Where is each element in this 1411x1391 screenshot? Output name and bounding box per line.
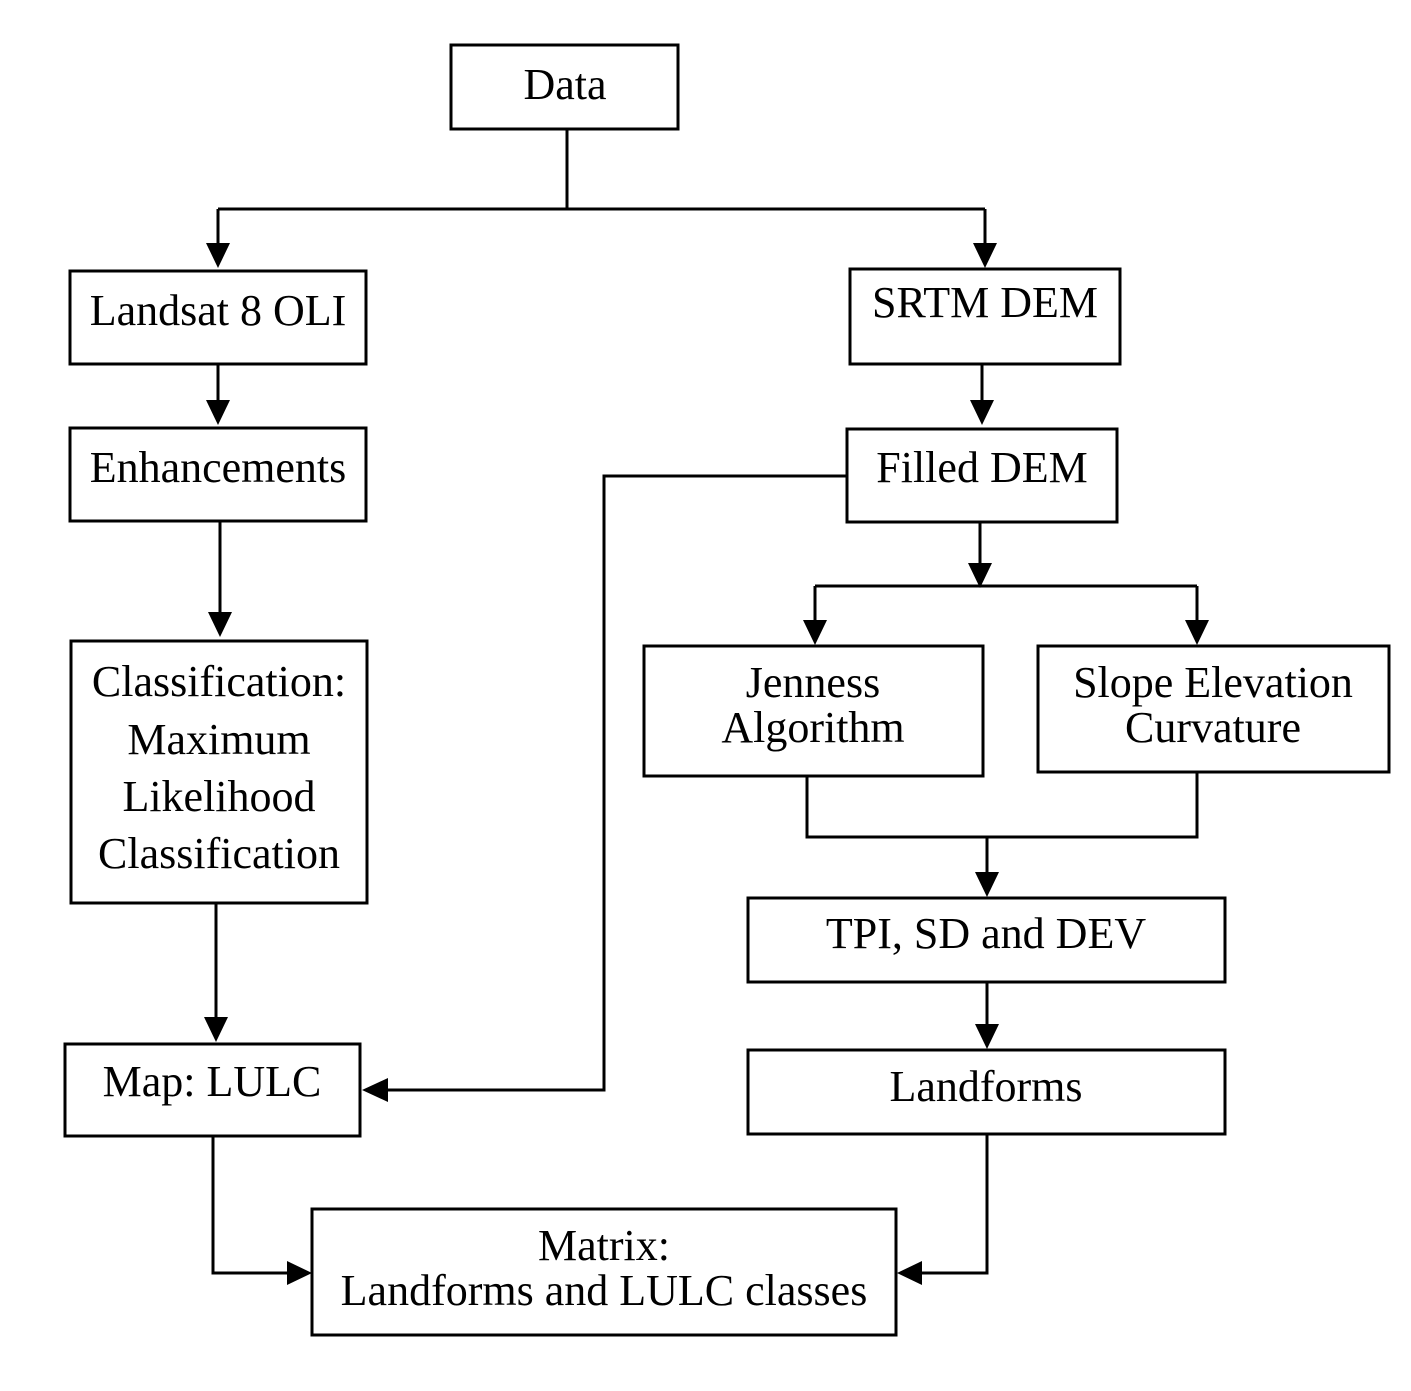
arrowheads bbox=[204, 243, 1209, 1285]
arrowhead-landsat bbox=[206, 243, 230, 268]
arrowhead-slope bbox=[1185, 620, 1209, 645]
edge-landforms-to-matrix bbox=[920, 1134, 989, 1275]
edge-data-split bbox=[218, 129, 985, 211]
edge-filled-split bbox=[815, 522, 1197, 588]
node-jenness-label-1: Jenness bbox=[746, 658, 880, 707]
node-classification-label-1: Classification: bbox=[92, 657, 346, 706]
node-filled-dem-label: Filled DEM bbox=[876, 443, 1087, 492]
connectors bbox=[211, 129, 1199, 1275]
arrowhead-classification bbox=[208, 612, 232, 637]
node-classification-label-3: Likelihood bbox=[122, 772, 315, 821]
node-landsat: Landsat 8 OLI bbox=[68, 269, 368, 366]
node-slope: Slope Elevation Curvature bbox=[1036, 644, 1391, 774]
node-slope-label-2: Curvature bbox=[1125, 703, 1301, 752]
arrowhead-landforms bbox=[975, 1024, 999, 1049]
node-classification-label-4: Classification bbox=[98, 829, 340, 878]
node-map-lulc-label: Map: LULC bbox=[103, 1057, 322, 1106]
node-filled-dem: Filled DEM bbox=[845, 427, 1119, 524]
arrowhead-matrix-right bbox=[897, 1261, 922, 1285]
node-classification-label-2: Maximum bbox=[127, 715, 310, 764]
node-data-label: Data bbox=[523, 60, 606, 109]
arrowhead-matrix-left bbox=[287, 1261, 312, 1285]
node-landforms-label: Landforms bbox=[889, 1062, 1082, 1111]
node-srtm-label: SRTM DEM bbox=[872, 278, 1098, 327]
arrowhead-tpi bbox=[975, 872, 999, 897]
edge-merge-to-tpi bbox=[805, 772, 1199, 874]
node-matrix-label-1: Matrix: bbox=[538, 1221, 670, 1270]
node-data: Data bbox=[449, 43, 680, 131]
node-map-lulc: Map: LULC bbox=[63, 1042, 362, 1138]
node-slope-label-1: Slope Elevation bbox=[1073, 658, 1353, 707]
arrowhead-srtm bbox=[973, 243, 997, 268]
node-jenness-label-2: Algorithm bbox=[721, 703, 904, 752]
arrowhead-filled bbox=[970, 400, 994, 425]
edge-filled-to-map bbox=[386, 474, 847, 1092]
node-srtm: SRTM DEM bbox=[848, 267, 1122, 366]
arrowhead-enhancements bbox=[206, 400, 230, 425]
node-landforms: Landforms bbox=[746, 1048, 1227, 1136]
arrowhead-map-from-filled bbox=[362, 1078, 388, 1102]
node-landsat-label: Landsat 8 OLI bbox=[90, 286, 347, 335]
node-classification: Classification: Maximum Likelihood Class… bbox=[69, 639, 369, 905]
node-enhancements-label: Enhancements bbox=[90, 443, 347, 492]
node-tpi-label: TPI, SD and DEV bbox=[826, 909, 1146, 958]
node-enhancements: Enhancements bbox=[68, 426, 368, 523]
node-tpi: TPI, SD and DEV bbox=[746, 896, 1227, 984]
edge-map-to-matrix bbox=[211, 1136, 289, 1275]
node-matrix-label-2: Landforms and LULC classes bbox=[341, 1266, 868, 1315]
node-matrix: Matrix: Landforms and LULC classes bbox=[310, 1207, 898, 1337]
arrowhead-jenness bbox=[803, 620, 827, 645]
arrowhead-filled-split bbox=[968, 563, 992, 588]
arrowhead-map-from-classification bbox=[204, 1017, 228, 1042]
node-jenness: Jenness Algorithm bbox=[642, 644, 985, 778]
